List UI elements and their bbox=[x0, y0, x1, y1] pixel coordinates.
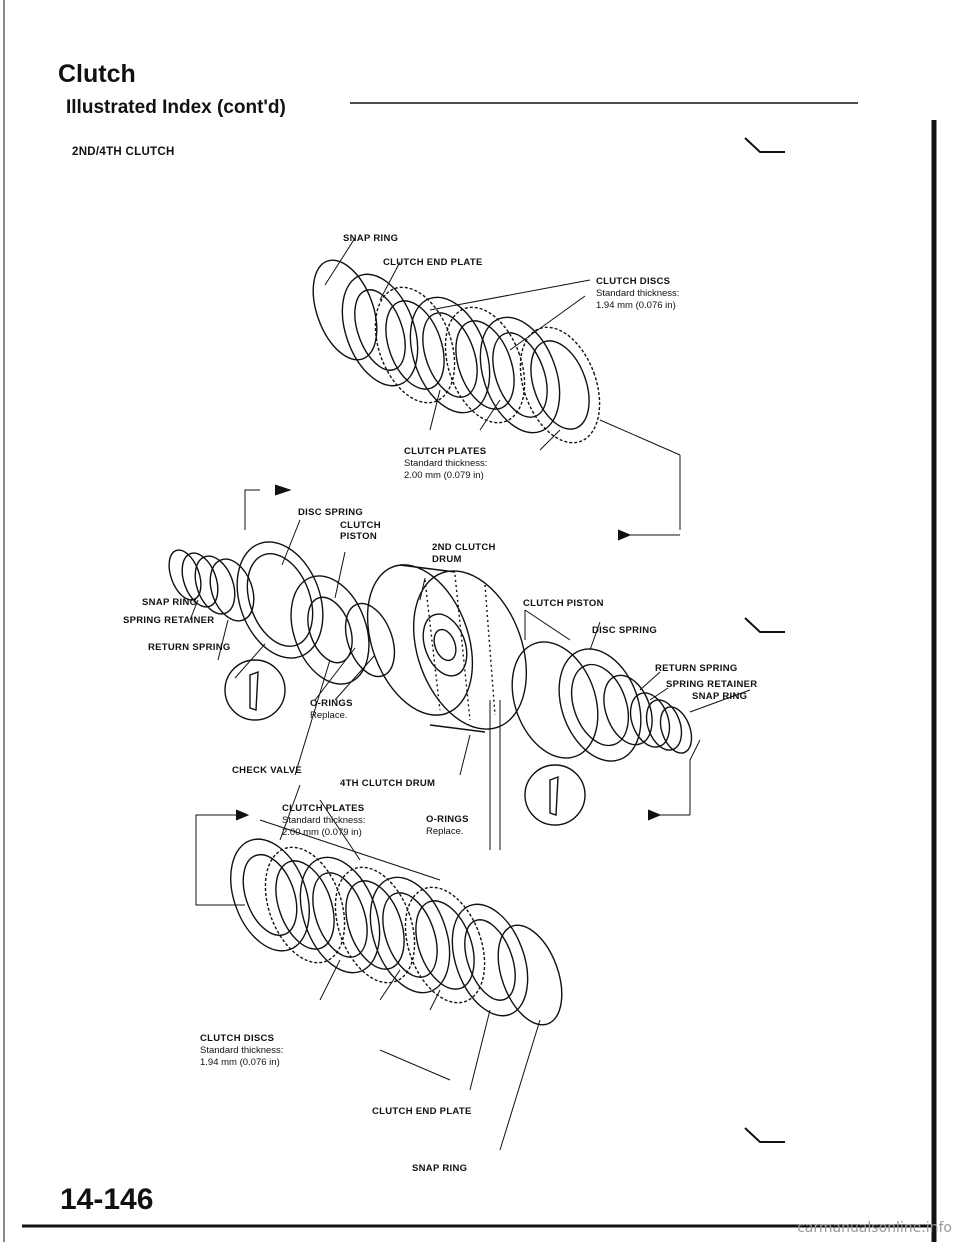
label-clutch-piston-right: CLUTCH PISTON bbox=[523, 598, 604, 609]
snap-ring-top bbox=[312, 259, 378, 361]
top-leaders bbox=[244, 237, 681, 541]
label-clutch-end-plate-bottom: CLUTCH END PLATE bbox=[372, 1106, 472, 1117]
clutch-drum bbox=[366, 564, 528, 733]
left-clutch-piston bbox=[290, 575, 396, 685]
note-o-rings-right: Replace. bbox=[426, 826, 464, 837]
page-subtitle: Illustrated Index (cont'd) bbox=[66, 97, 286, 118]
spec-clutch-plates-bottom-2: 2.00 mm (0.079 in) bbox=[282, 827, 362, 838]
note-o-rings-mid: Replace. bbox=[310, 710, 348, 721]
label-clutch-end-plate-top: CLUTCH END PLATE bbox=[383, 257, 483, 268]
label-clutch-plates-top: CLUTCH PLATES bbox=[404, 446, 487, 457]
top-clutch-pack bbox=[312, 259, 601, 444]
section-heading: 2ND/4TH CLUTCH bbox=[72, 146, 175, 158]
margin-marks bbox=[744, 137, 785, 1143]
spec-clutch-discs-bottom-1: Standard thickness: bbox=[200, 1045, 284, 1056]
spec-clutch-discs-top-2: 1.94 mm (0.076 in) bbox=[596, 300, 676, 311]
label-clutch-discs-top: CLUTCH DISCS bbox=[596, 276, 671, 287]
watermark: carmanualsonline.info bbox=[797, 1220, 952, 1236]
snap-ring-bottom bbox=[497, 924, 563, 1026]
label-o-rings-right: O-RINGS bbox=[426, 814, 469, 825]
middle-leaders bbox=[189, 519, 751, 850]
left-disc-spring bbox=[236, 541, 324, 659]
label-2nd-clutch-drum-2: DRUM bbox=[432, 554, 462, 565]
label-disc-spring-right: DISC SPRING bbox=[592, 625, 658, 636]
label-snap-ring-top: SNAP RING bbox=[343, 233, 399, 244]
label-snap-ring-left: SNAP RING bbox=[142, 597, 198, 608]
label-snap-ring-right: SNAP RING bbox=[692, 691, 748, 702]
spec-clutch-discs-bottom-2: 1.94 mm (0.076 in) bbox=[200, 1057, 280, 1068]
label-clutch-discs-bottom: CLUTCH DISCS bbox=[200, 1033, 275, 1044]
label-snap-ring-bottom: SNAP RING bbox=[412, 1163, 468, 1174]
label-disc-spring-left: DISC SPRING bbox=[298, 507, 364, 518]
label-spring-retainer-right: SPRING RETAINER bbox=[666, 679, 758, 690]
bottom-leaders bbox=[195, 784, 541, 1151]
label-clutch-piston-left-1: CLUTCH bbox=[340, 520, 381, 531]
label-clutch-plates-bottom: CLUTCH PLATES bbox=[282, 803, 365, 814]
spec-clutch-discs-top-1: Standard thickness: bbox=[596, 288, 680, 299]
left-snap-ring-stack bbox=[168, 549, 255, 622]
o-ring-detail-right bbox=[524, 764, 586, 826]
label-clutch-piston-left-2: PISTON bbox=[340, 531, 377, 542]
page-title: Clutch bbox=[58, 60, 136, 88]
label-return-spring-left: RETURN SPRING bbox=[148, 642, 231, 653]
spec-clutch-plates-top-1: Standard thickness: bbox=[404, 458, 488, 469]
right-disc-spring bbox=[511, 641, 599, 759]
clutch-end-plate-top bbox=[341, 273, 419, 387]
label-o-rings-mid: O-RINGS bbox=[310, 698, 353, 709]
label-2nd-clutch-drum-1: 2ND CLUTCH bbox=[432, 542, 496, 553]
bottom-clutch-pack bbox=[230, 838, 563, 1026]
right-snap-ring-stack bbox=[629, 692, 693, 754]
spec-clutch-plates-top-2: 2.00 mm (0.079 in) bbox=[404, 470, 484, 481]
page-number: 14-146 bbox=[60, 1183, 154, 1216]
label-spring-retainer-left: SPRING RETAINER bbox=[123, 615, 215, 626]
label-4th-clutch-drum: 4TH CLUTCH DRUM bbox=[340, 778, 436, 789]
spec-clutch-plates-bottom-1: Standard thickness: bbox=[282, 815, 366, 826]
label-return-spring-right: RETURN SPRING bbox=[655, 663, 738, 674]
clutch-end-plate-bottom bbox=[451, 903, 529, 1017]
o-ring-detail-left bbox=[224, 659, 286, 721]
right-clutch-piston bbox=[558, 648, 653, 762]
label-check-valve: CHECK VALVE bbox=[232, 765, 302, 776]
